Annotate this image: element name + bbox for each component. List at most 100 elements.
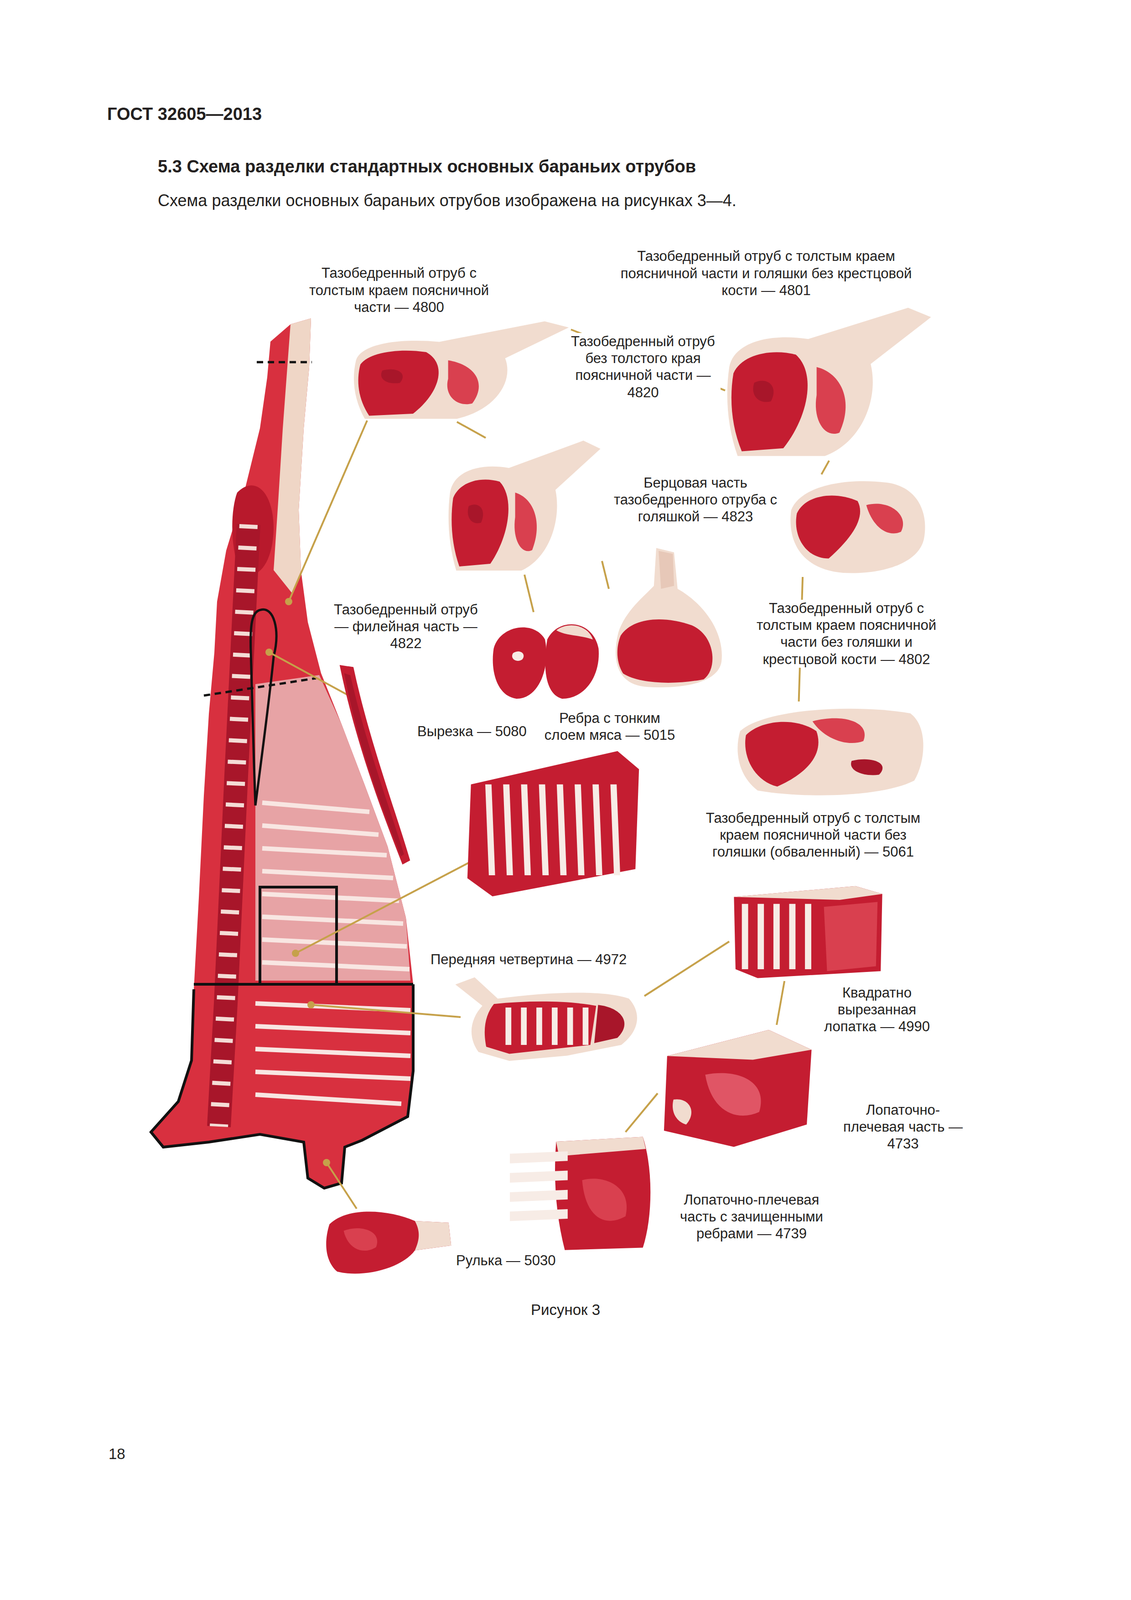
text-holder: Рисунок 3 [474, 1300, 657, 1319]
meat-shape [745, 721, 819, 787]
meat-shape [536, 1007, 543, 1045]
meat-shape [658, 550, 675, 589]
meat-shape [752, 380, 774, 403]
label-holder: Лопаточно-плечевая часть — 4733 [839, 1101, 967, 1153]
connector-line [625, 1093, 658, 1132]
label-holder: Квадратно вырезанная лопатка — 4990 [817, 984, 937, 1036]
leader-dot [307, 1001, 315, 1009]
leader-line [269, 652, 349, 696]
leader-lines [269, 420, 479, 1209]
cut-node: Лопаточно-плечевая часть с зачищенными р… [509, 1131, 655, 1253]
meat-shape [484, 1001, 597, 1054]
cut-node: Тазобедренный отруб с толстым краем пояс… [725, 304, 934, 461]
section-heading: 5.3 Схема разделки стандартных основных … [157, 156, 696, 178]
cut-label: Берцовая часть тазобедренного отруба с г… [606, 474, 785, 526]
meat-shape [705, 1073, 761, 1116]
figure-caption: Рисунок 3 [474, 1300, 657, 1319]
leader-line [311, 1004, 461, 1017]
meat-shape [610, 784, 621, 876]
leader-dot [285, 597, 293, 606]
meat-shape [448, 440, 601, 571]
cut-photo [785, 474, 930, 577]
meat-shape [815, 367, 846, 434]
meat-shape [664, 1029, 812, 1147]
meat-shape [326, 1211, 452, 1274]
meat-shape [824, 901, 878, 971]
cut-node: Тазобедренный отруб с толстым краем пояс… [351, 319, 571, 422]
meat-shape [539, 784, 550, 876]
meat-shape [727, 307, 932, 457]
text-holder: 18 [108, 1444, 126, 1464]
meat-shape [455, 977, 638, 1061]
cut-photo [729, 881, 888, 981]
cut-node: Тазобедренный отруб — филейная часть — 4… [487, 612, 602, 704]
cut-node: Лопаточно-плечевая часть — 4733 [657, 1024, 817, 1150]
label-holder: Вырезка — 5080 [417, 722, 555, 740]
meat-shape [582, 1007, 589, 1045]
leg-fat [273, 318, 312, 593]
meat-shape [788, 903, 796, 970]
label-holder: Тазобедренный отруб с толстым краем пояс… [692, 809, 934, 861]
meat-shape [509, 1208, 568, 1221]
cut-photo [734, 701, 930, 801]
cut-photo [487, 612, 602, 704]
meat-shape [556, 784, 567, 876]
meat-shape [343, 1228, 378, 1251]
carcass-body [150, 318, 414, 1189]
meat-shape [796, 495, 861, 559]
connector-line [821, 460, 830, 475]
meat-shape [737, 708, 924, 796]
meat-shape [594, 1004, 625, 1043]
forequarter-outline [150, 984, 414, 1189]
text-holder: Схема разделки основных бараньих отрубов… [157, 190, 737, 211]
label-holder: Лопаточно-плечевая часть с зачищенными р… [671, 1191, 832, 1243]
meat-shape [733, 886, 882, 900]
meat-shape [509, 1189, 568, 1202]
meat-shape [358, 350, 439, 416]
label-holder: Тазобедренный отруб с толстым краем пояс… [620, 247, 913, 299]
meat-shape [509, 1170, 568, 1183]
meat-shape [381, 369, 403, 384]
connector-line [601, 560, 609, 589]
connector-line [456, 421, 486, 438]
meat-shape [757, 903, 764, 970]
vertebrae [218, 524, 249, 1127]
cut-node: Тазобедренный отруб с толстым краем пояс… [785, 474, 930, 577]
connector-line [644, 941, 730, 997]
meat-shape [503, 784, 514, 876]
cut-node: Вырезка — 5080 [336, 660, 414, 867]
meat-shape [672, 1099, 692, 1125]
meat-shape [582, 1178, 628, 1221]
meat-shape [467, 751, 639, 897]
label-holder: Передняя четвертина — 4972 [430, 950, 668, 968]
cut-node: Рулька — 5030 [324, 1198, 454, 1280]
meat-shape [556, 625, 593, 640]
cut-photo [451, 973, 645, 1063]
cut-node: Тазобедренный отруб без толстого края по… [446, 437, 602, 575]
cut-photo [446, 437, 602, 575]
meat-shape [415, 1220, 452, 1251]
meat-shape [353, 321, 569, 420]
meat-shape [514, 492, 537, 551]
meat-shape [555, 1136, 651, 1251]
connector-line [776, 980, 785, 1025]
intro-sentence: Схема разделки основных бараньих отрубов… [157, 190, 737, 211]
meat-shape [551, 1007, 558, 1045]
meat-shape [555, 1136, 646, 1157]
leader-dot [265, 648, 273, 656]
meat-shape [505, 1007, 512, 1045]
meat-shape [574, 784, 585, 876]
cut-label: Вырезка — 5080 [417, 722, 555, 740]
cut-node: Берцовая часть тазобедренного отруба с г… [608, 544, 728, 691]
leader-dots [265, 597, 331, 1167]
meat-shape [866, 503, 904, 534]
cut-label: Передняя четвертина — 4972 [430, 950, 668, 968]
cut-label: Тазобедренный отруб с толстым краем пояс… [692, 809, 934, 861]
meat-shape [545, 624, 599, 699]
cut-label: Рулька — 5030 [456, 1251, 593, 1269]
cut-label: Тазобедренный отруб с толстым краем пояс… [746, 599, 947, 668]
rib-cut-outline [259, 887, 337, 985]
label-holder: Тазобедренный отруб с толстым краем пояс… [298, 264, 500, 316]
meat-shape [447, 360, 479, 405]
cut-node: Квадратно вырезанная лопатка — 4990 [729, 881, 888, 981]
